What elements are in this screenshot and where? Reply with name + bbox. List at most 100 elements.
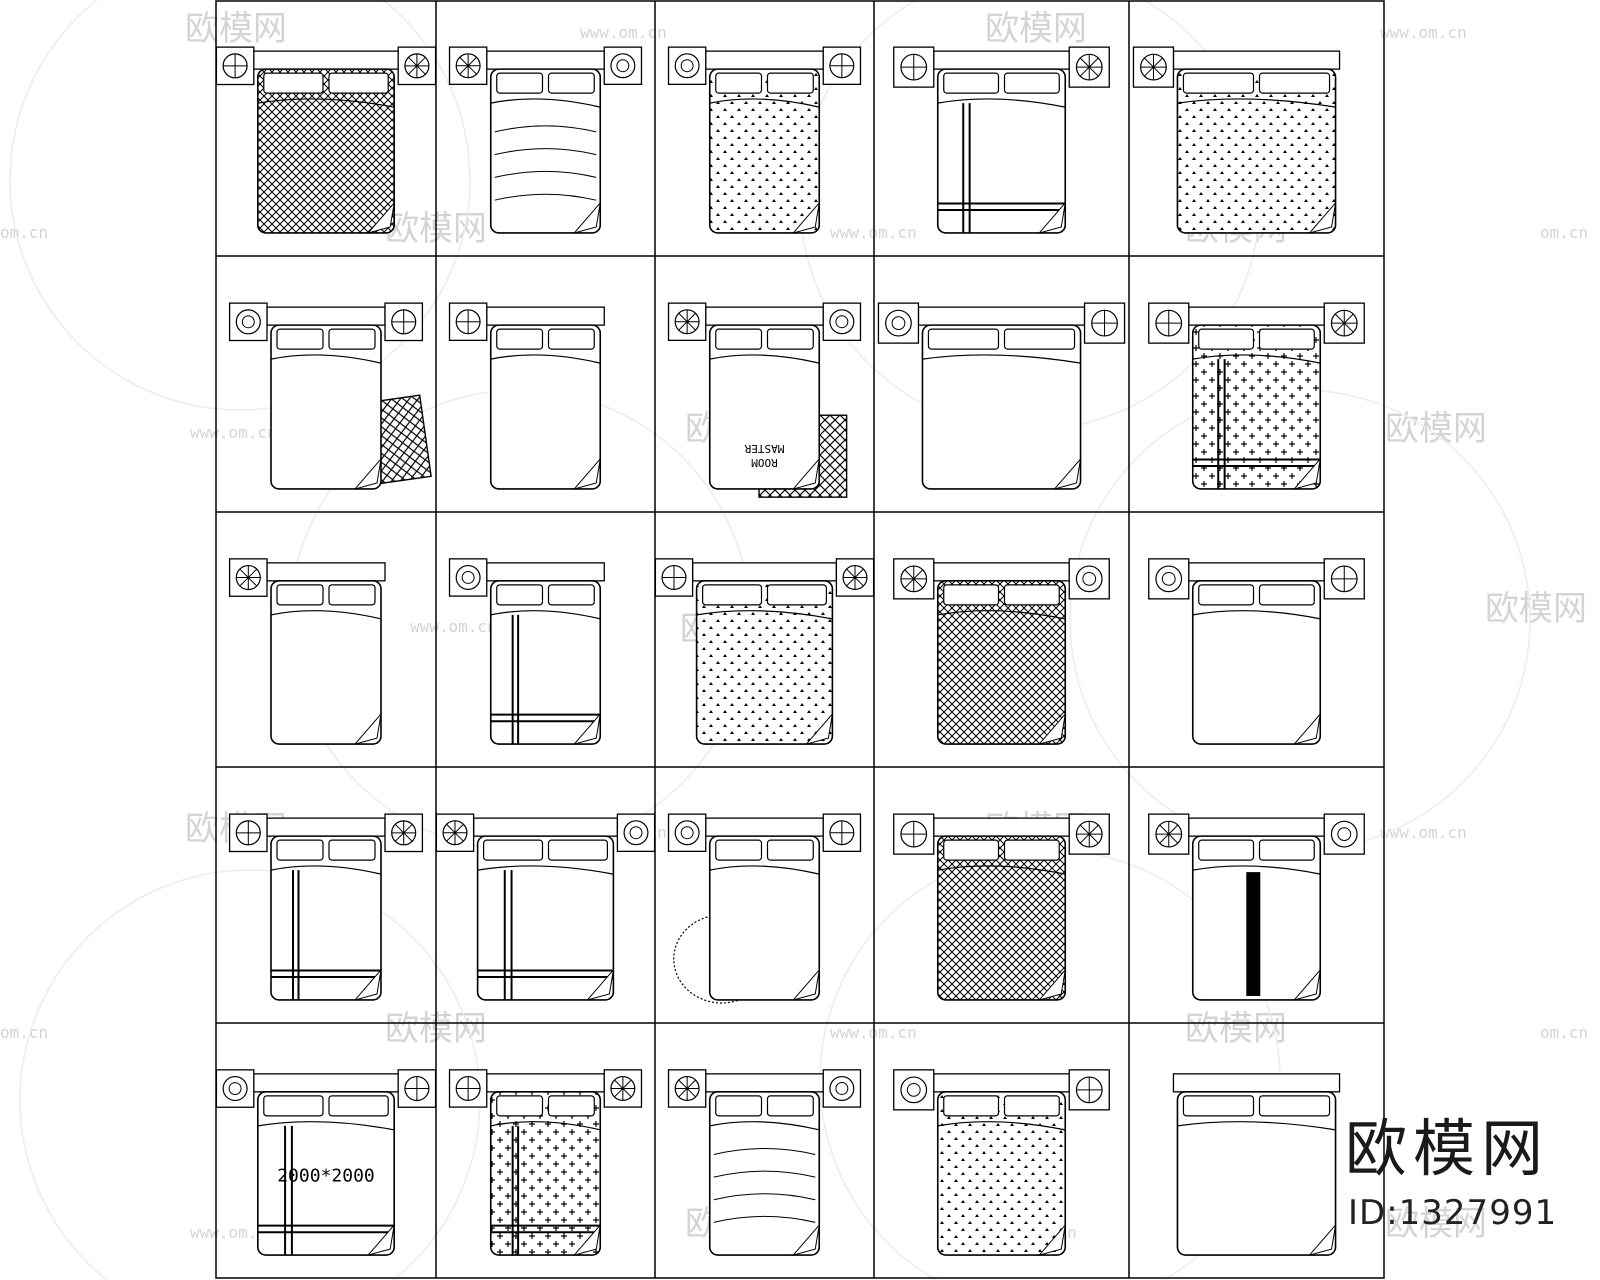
blanket-corner [791, 968, 821, 1001]
nightstand [667, 46, 707, 85]
lamp-icon [455, 309, 481, 335]
mattress [936, 835, 1067, 1001]
blanket-corner [366, 1223, 395, 1256]
lamp-icon [1075, 53, 1103, 81]
svg-text:ROOM: ROOM [751, 456, 778, 469]
blanket-stripe [257, 1125, 395, 1256]
bed-block-r3c4 [893, 558, 1110, 745]
pillow [1258, 328, 1315, 350]
bed-runner [1246, 872, 1261, 996]
bed-block-r2c5 [1148, 302, 1365, 490]
blanket-corner [1292, 968, 1322, 1001]
watermark-brand: 欧模网 [985, 9, 1087, 49]
lamp-icon [404, 1075, 430, 1102]
headboard [1172, 50, 1341, 70]
pillow [1003, 839, 1060, 861]
pillow [1003, 328, 1076, 350]
watermark-brand: 欧模网 [1485, 589, 1587, 629]
pillow [1003, 72, 1060, 94]
blanket-stripe [1192, 359, 1321, 489]
bed-block-r1c3 [667, 46, 862, 234]
sheet-fold [937, 865, 1066, 875]
blanket-corner [1292, 712, 1322, 745]
bed-block-r5c1: 2000*2000 [215, 1069, 437, 1256]
pillow [1182, 72, 1255, 94]
headboard [486, 306, 605, 326]
sheet-fold [709, 354, 820, 364]
sheet-fold [490, 354, 601, 364]
headboard [1188, 817, 1325, 837]
blanket-corner [1037, 1223, 1067, 1256]
grid-border [215, 0, 1385, 1279]
sheet-wave [713, 1215, 816, 1223]
pillow [547, 839, 608, 861]
nightstand [667, 813, 707, 852]
lamp-icon [900, 1076, 928, 1104]
pillow [943, 1095, 1000, 1117]
pillow [328, 72, 389, 94]
lamp-icon [1155, 820, 1183, 848]
blanket-stripe [271, 870, 381, 1000]
mattress [1176, 68, 1337, 234]
watermark-url: www.om.cn [410, 617, 497, 636]
pillow [496, 72, 544, 94]
pillow [1182, 1095, 1255, 1117]
blanket-corner [353, 457, 382, 490]
lamp-icon [1140, 53, 1167, 81]
blanket-stripe [490, 1125, 601, 1256]
sheet-fold [490, 98, 601, 108]
headboard [472, 817, 619, 837]
pillow [547, 72, 595, 94]
bed-block-r1c2 [448, 46, 643, 234]
sheet-wave [713, 1148, 816, 1155]
bed-block-r1c5 [1132, 46, 1341, 234]
bed-block-r4c5 [1148, 813, 1365, 1001]
pillow [328, 328, 376, 350]
blanket-corner [1308, 201, 1337, 234]
lamp-icon [885, 309, 912, 337]
mattress [489, 324, 602, 490]
lamp-icon [674, 309, 700, 335]
pillow [766, 839, 814, 861]
pillow [328, 584, 376, 606]
blanket-corner [1037, 968, 1067, 1001]
brand-mark: 欧模网 [1345, 1112, 1550, 1185]
bed-block-r5c5 [1172, 1073, 1341, 1256]
brand-id: ID:1327991 [1348, 1193, 1558, 1233]
nightstand [822, 1069, 862, 1108]
headboard [253, 50, 399, 70]
pillow [715, 328, 763, 350]
pillow [483, 839, 544, 861]
pillow [715, 1095, 763, 1117]
mattress [695, 580, 834, 745]
pillow [1198, 839, 1255, 861]
bed-block-r5c4 [893, 1069, 1110, 1256]
mattress [270, 580, 382, 745]
mattress [708, 324, 821, 490]
lamp-icon [455, 564, 481, 590]
lamp-icon [235, 564, 261, 591]
bed-block-r1c1 [215, 46, 437, 234]
blanket-corner [791, 1223, 821, 1256]
headboard [933, 1073, 1070, 1093]
bed-size-label: 2000*2000 [277, 1166, 375, 1187]
pillow [715, 839, 763, 861]
headboard [266, 306, 386, 326]
headboard [1188, 306, 1325, 326]
lamp-icon [1075, 1076, 1103, 1104]
bed-block-r5c3 [667, 1069, 862, 1256]
pillow [766, 328, 814, 350]
lamp-icon [1330, 565, 1358, 593]
lamp-icon [842, 564, 868, 590]
mattress [270, 324, 382, 490]
blanket-stripe [937, 103, 1066, 233]
lamp-icon [674, 820, 700, 846]
mattress [708, 1091, 821, 1256]
nightstand [1148, 558, 1190, 600]
lamp-icon [455, 53, 481, 79]
sheet-fold [1177, 1121, 1336, 1131]
pillow [263, 1095, 324, 1117]
sheet-fold [490, 610, 601, 620]
